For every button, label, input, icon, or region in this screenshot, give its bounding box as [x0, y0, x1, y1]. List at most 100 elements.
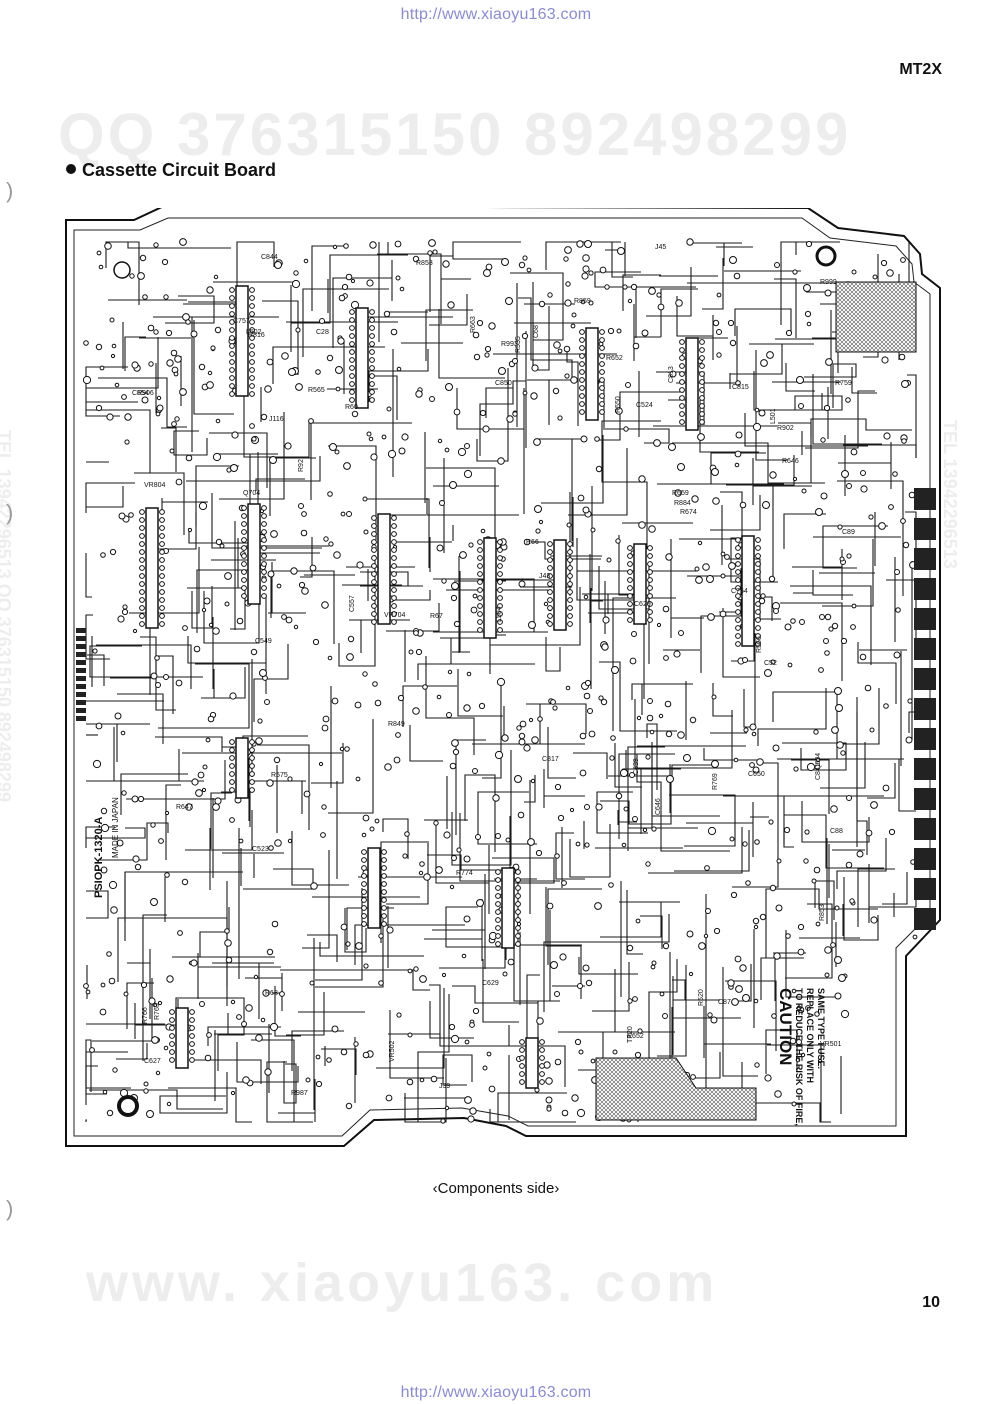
trace [767, 1044, 822, 1122]
solder-pad [137, 272, 145, 280]
solder-pad [281, 352, 289, 360]
component-label: C88 [830, 828, 843, 835]
solder-pad [479, 409, 487, 417]
edge-pin [76, 660, 86, 665]
solder-pad [716, 329, 722, 335]
solder-pad [813, 729, 819, 735]
solder-pad [727, 319, 735, 327]
solder-pad [158, 838, 164, 844]
solder-pad [731, 998, 739, 1006]
ic-pin [519, 1047, 525, 1053]
solder-pad [713, 927, 721, 935]
solder-pad [735, 985, 743, 993]
ic-pin [241, 553, 247, 559]
solder-pad [801, 488, 807, 494]
solder-pad [273, 756, 281, 764]
solder-pad [776, 858, 782, 864]
solder-pad [484, 352, 490, 358]
ic-pin [497, 539, 503, 545]
solder-pad [870, 801, 878, 809]
solder-pad [766, 351, 774, 359]
solder-pad [579, 769, 587, 777]
solder-pad [229, 817, 235, 823]
solder-pad [623, 806, 629, 812]
solder-pad [141, 396, 149, 404]
trace [611, 242, 633, 278]
ic-pin [371, 587, 377, 593]
ic-pin [229, 771, 235, 777]
solder-pad [185, 319, 191, 325]
solder-pad [739, 964, 747, 972]
solder-pad [156, 404, 164, 412]
trace [752, 458, 812, 505]
solder-pad [121, 394, 127, 400]
solder-pad [835, 704, 843, 712]
ic-pin [599, 409, 605, 415]
solder-pad [619, 768, 629, 778]
solder-pad [771, 1013, 777, 1019]
component-label: L501 [770, 408, 777, 424]
ic-footprint [585, 327, 599, 421]
solder-pad [645, 861, 651, 867]
connector-block [914, 848, 936, 870]
trace [409, 725, 443, 762]
solder-pad [435, 866, 443, 874]
solder-pad [908, 491, 916, 499]
solder-pad [340, 511, 346, 517]
component-label: C629 [634, 601, 651, 608]
solder-pad [498, 367, 506, 375]
component-label: J43 [539, 573, 550, 580]
trace [489, 634, 506, 674]
solder-pad [512, 358, 518, 364]
trace [332, 260, 393, 348]
solder-pad [850, 448, 858, 456]
solder-pad [859, 653, 867, 661]
solder-pad [315, 1054, 321, 1060]
solder-pad [760, 359, 768, 367]
trace [600, 901, 680, 938]
ic-pin [547, 573, 553, 579]
connector-block [914, 578, 936, 600]
solder-pad [195, 789, 203, 797]
solder-pad [648, 287, 656, 295]
solder-pad [563, 256, 569, 262]
solder-pad [456, 847, 462, 853]
solder-pad [526, 267, 532, 273]
solder-pad [85, 989, 91, 995]
ic-pin [391, 587, 397, 593]
trace [344, 908, 367, 953]
trace [433, 578, 535, 632]
trace [513, 944, 582, 1002]
fuse-area [835, 281, 917, 353]
trace [116, 1043, 148, 1060]
solder-pad [516, 725, 522, 731]
trace [87, 654, 105, 686]
ic-pin [599, 329, 605, 335]
solder-pad [363, 529, 369, 535]
solder-pad [327, 491, 333, 497]
solder-pad [378, 980, 384, 986]
solder-pad [185, 803, 193, 811]
solder-pad [768, 819, 774, 825]
component-label: C549 [255, 638, 272, 645]
trace [291, 831, 349, 886]
solder-pad [817, 1058, 823, 1064]
solder-pad [836, 741, 844, 749]
ic-pin [139, 557, 145, 563]
solder-pad [236, 617, 244, 625]
ic-pin [349, 309, 355, 315]
solder-pad [427, 250, 433, 256]
ic-pin [579, 345, 585, 351]
solder-pad [269, 1022, 279, 1032]
header-url[interactable]: http://www.xiaoyu163.com [400, 6, 592, 23]
solder-pad [760, 593, 766, 599]
ic-pin [477, 571, 483, 577]
solder-pad [459, 551, 467, 559]
connector-block [914, 758, 936, 780]
component-label: R999 [820, 279, 837, 286]
solder-pad [641, 329, 649, 337]
solder-pad [775, 904, 783, 912]
solder-pad [688, 971, 694, 977]
solder-pad [476, 899, 484, 907]
footer-url[interactable]: http://www.xiaoyu163.com [400, 1384, 592, 1401]
